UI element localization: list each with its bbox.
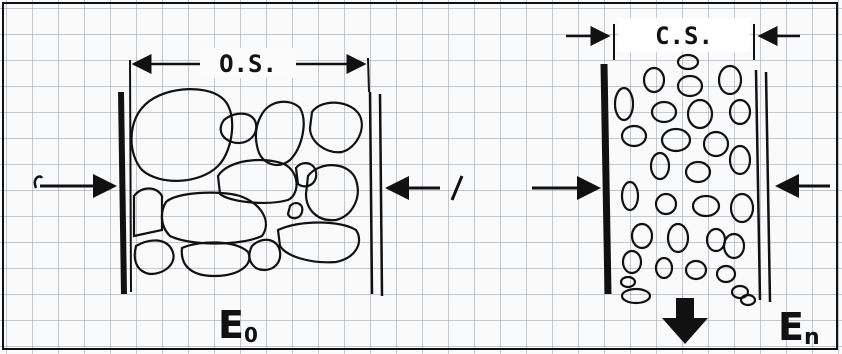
right-jaw-plate-b [380,94,382,296]
e-zero-main: E [218,303,244,347]
particle [707,229,725,251]
rock [132,89,233,181]
e-n-subscript: n [804,325,820,350]
particle [622,289,650,303]
rock [288,203,302,218]
e-n-main: E [778,305,804,349]
particle [623,251,641,273]
left-jaw-plate-thick [121,92,124,294]
particle [632,224,652,248]
cs-right-jaw-plate-b [766,72,770,302]
e-zero-subscript: 0 [244,323,258,347]
rock [256,102,304,165]
particle [662,129,690,151]
particle [730,146,750,174]
particle [686,261,706,279]
particle [730,100,750,124]
fine-particles [615,55,755,305]
e-zero-label: E 0 [218,303,258,347]
rock [310,103,362,153]
rock [296,163,316,186]
particle [724,234,744,258]
rock [306,165,358,220]
right-force-tail-os [452,176,462,200]
particle [704,132,728,156]
particle [622,182,638,210]
particle [615,88,633,120]
coarse-rocks [132,89,362,276]
right-jaw-plate-a [370,92,372,294]
cs-right-jaw-plate-a [756,70,760,300]
particle [693,196,719,216]
open-setting-label: O.S. [219,50,277,78]
rock [135,240,174,274]
particle [719,66,741,94]
rock [134,189,162,237]
particle [621,277,635,287]
particle [668,224,688,252]
cs-left-jaw-plate [604,64,608,294]
particle [651,153,669,179]
particle [652,102,676,122]
e-n-label: E n [778,305,820,350]
particle [717,266,735,282]
particle [656,258,672,278]
particle [686,162,710,182]
particle [741,295,755,305]
rock [278,223,359,263]
open-setting-assembly: O.S. [35,48,462,296]
particle [678,76,702,96]
os-extension-line-right [368,58,369,92]
closed-setting-label: C.S. [655,22,713,50]
particle [644,68,664,92]
rock [162,193,266,244]
rock [218,160,297,203]
left-jaw-plate-thin [130,60,131,292]
rock [249,240,280,270]
closed-setting-assembly: C.S. [532,18,830,344]
rock [182,242,250,276]
particle [731,194,753,222]
rock [221,114,256,143]
particle [656,194,676,214]
particle [622,126,646,146]
particle [688,100,712,128]
particle [678,55,698,69]
discharge-down-arrow [662,298,708,344]
